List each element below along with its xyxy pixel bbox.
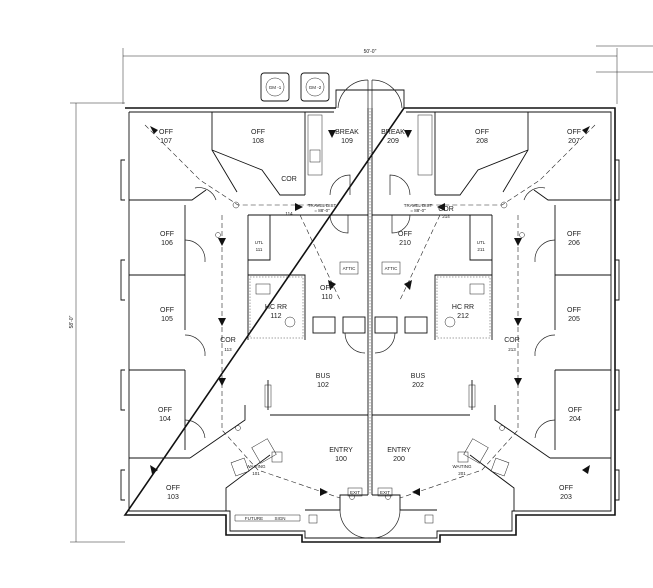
travel-dist-right-label: TRAVEL DIST [404, 203, 433, 208]
room-off-105-number: 105 [161, 316, 173, 323]
room-hc-rr-212-name: HC RR [452, 304, 474, 311]
room-off-205-number: 205 [568, 316, 580, 323]
room-off-208-number: 208 [476, 138, 488, 145]
room-entry-200-name: ENTRY [387, 447, 411, 454]
room-off-106-number: 106 [161, 240, 173, 247]
business-walls [264, 380, 476, 416]
room-hc-rr-212-number: 212 [457, 313, 469, 320]
room-waiting-101-number: 101 [252, 471, 260, 476]
gas-meter-1: GM -1 [260, 72, 290, 102]
room-bus-202-name: BUS [411, 373, 426, 380]
room-off-206-name: OFF [567, 231, 581, 238]
room-off-105-name: OFF [160, 307, 174, 314]
gas-meter-1-label: GM -1 [269, 85, 282, 90]
room-off-108-number: 108 [252, 138, 264, 145]
room-off-107-number: 107 [160, 138, 172, 145]
room-off-207-name: OFF [567, 129, 581, 136]
room-entry-100-name: ENTRY [329, 447, 353, 454]
overall-depth-label: 58'-0" [69, 315, 75, 328]
waiting-furniture-right [457, 438, 510, 477]
room-bus-202-number: 202 [412, 382, 424, 389]
room-break-109-name: BREAK [335, 129, 359, 136]
overall-width-dimension: 50'-0" [122, 45, 653, 104]
travel-dist-right-value: = 88'-0" [410, 208, 426, 213]
gas-meter-2: GM -2 [300, 72, 330, 102]
room-cor-213-name: COR [504, 337, 520, 344]
room-off-210-name: OFF [398, 231, 412, 238]
room-labels: OFF 107 OFF 108 BREAK 109 BREAK 209 OFF … [158, 129, 582, 501]
rear-exit-doors [335, 79, 405, 109]
egress-arrows [150, 126, 590, 496]
overall-depth-dimension: 58'-0" [69, 102, 125, 543]
room-off-210-number: 210 [399, 240, 411, 247]
room-waiting-201-name: WAITING [452, 464, 472, 469]
room-waiting-101-name: WAITING [246, 464, 266, 469]
room-break-209-number: 209 [387, 138, 399, 145]
room-utl-111-number: 111 [256, 247, 263, 252]
room-cor-114-number: 114 [285, 211, 293, 216]
room-off-110-name: OFF [320, 285, 334, 292]
front-sign-area: FUTURE SIGN [234, 514, 301, 522]
room-entry-200-number: 200 [393, 456, 405, 463]
room-break-209-name: BREAK [381, 129, 405, 136]
room-utl-211-number: 211 [477, 247, 485, 252]
exterior-walls [120, 107, 620, 543]
room-cor-114-name: COR [281, 176, 297, 183]
gas-meter-2-label: GM -2 [309, 85, 322, 90]
room-off-107-name: OFF [159, 129, 173, 136]
room-off-204-name: OFF [568, 407, 582, 414]
room-utl-211-name: UTL [477, 240, 486, 245]
left-office-walls [129, 112, 305, 511]
room-off-205-name: OFF [567, 307, 581, 314]
travel-dist-left-value: = 88'-0" [314, 208, 330, 213]
room-cor-113-name: COR [220, 337, 236, 344]
overall-width-label: 50'-0" [364, 49, 377, 55]
room-utl-111-name: UTL [255, 240, 264, 245]
room-hc-rr-112-number: 112 [270, 313, 281, 320]
future-sign-label: FUTURE [245, 516, 263, 521]
exit-sign-right: EXIT [380, 490, 390, 495]
room-entry-100-number: 100 [335, 456, 347, 463]
room-off-204-number: 204 [569, 416, 581, 423]
exit-sign-left: EXIT [350, 490, 360, 495]
sign-label: SIGN [274, 516, 285, 521]
room-off-207-number: 207 [568, 138, 580, 145]
room-off-104-number: 104 [159, 416, 171, 423]
room-off-104-name: OFF [158, 407, 172, 414]
room-off-103-number: 103 [167, 494, 179, 501]
room-off-208-name: OFF [475, 129, 489, 136]
waiting-furniture-left [230, 438, 283, 477]
room-hc-rr-112-name: HC RR [265, 304, 287, 311]
center-demising-wall [367, 108, 373, 495]
travel-dist-left-label: TRAVEL DIST [308, 203, 337, 208]
break-room-walls [304, 112, 436, 196]
room-waiting-201-number: 201 [458, 471, 466, 476]
room-cor-214-name: COR [438, 206, 454, 213]
right-office-walls [435, 112, 611, 511]
front-entry: EXIT EXIT [305, 487, 437, 539]
room-off-203-number: 203 [560, 494, 572, 501]
room-off-103-name: OFF [166, 485, 180, 492]
room-bus-102-number: 102 [317, 382, 329, 389]
attic-access-right: ATTIC [385, 266, 398, 271]
core-walls [247, 214, 493, 354]
room-off-106-name: OFF [160, 231, 174, 238]
room-off-206-number: 206 [568, 240, 580, 247]
room-bus-102-name: BUS [316, 373, 331, 380]
travel-distance-notes: TRAVEL DIST = 88'-0" TRAVEL DIST = 88'-0… [308, 203, 433, 271]
attic-access-left: ATTIC [343, 266, 356, 271]
room-cor-214-number: 214 [442, 214, 450, 219]
fire-extinguisher-icons [215, 201, 525, 500]
room-off-108-name: OFF [251, 129, 265, 136]
room-break-109-number: 109 [341, 138, 353, 145]
room-off-110-number: 110 [321, 294, 332, 301]
room-cor-213-number: 213 [508, 347, 516, 352]
room-cor-113-number: 113 [224, 347, 232, 352]
room-off-203-name: OFF [559, 485, 573, 492]
